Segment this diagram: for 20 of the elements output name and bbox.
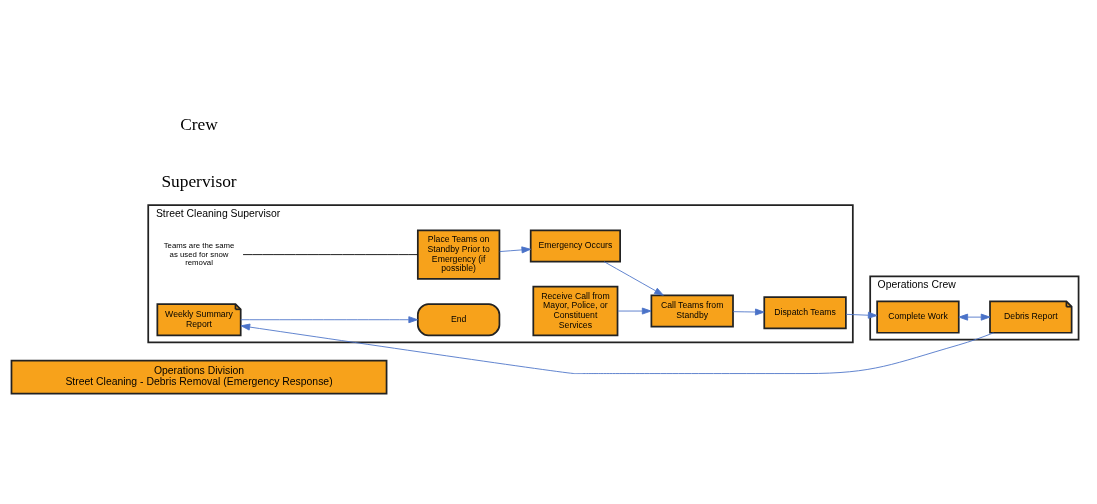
arrow: [958, 313, 991, 321]
arrow: [603, 261, 664, 296]
node-text: Teams are the same as used for snow removal: [163, 240, 235, 268]
connector: [242, 254, 418, 256]
node-box: Receive Call from Mayor, Police, or Constituent Services: [532, 285, 619, 337]
label: Supervisor: [161, 171, 237, 191]
arrow: [845, 311, 878, 319]
node-box: Dispatch Teams: [763, 296, 847, 330]
node-box: Call Teams from Standby: [650, 294, 734, 328]
node-box: Operations Division Street Cleaning - Debris Removal (Emergency Response): [10, 359, 388, 395]
node-box: Complete Work: [876, 300, 960, 334]
node-box: Emergency Occurs: [529, 229, 621, 263]
arrow: [732, 308, 765, 316]
arrow: [240, 316, 418, 324]
arrow: [617, 307, 652, 315]
arrow: [499, 246, 532, 254]
node-box: Place Teams on Standby Prior to Emergency (if possible): [416, 229, 501, 280]
arrow: [240, 323, 994, 374]
label: Crew: [180, 115, 218, 135]
node-box: End: [416, 303, 501, 337]
